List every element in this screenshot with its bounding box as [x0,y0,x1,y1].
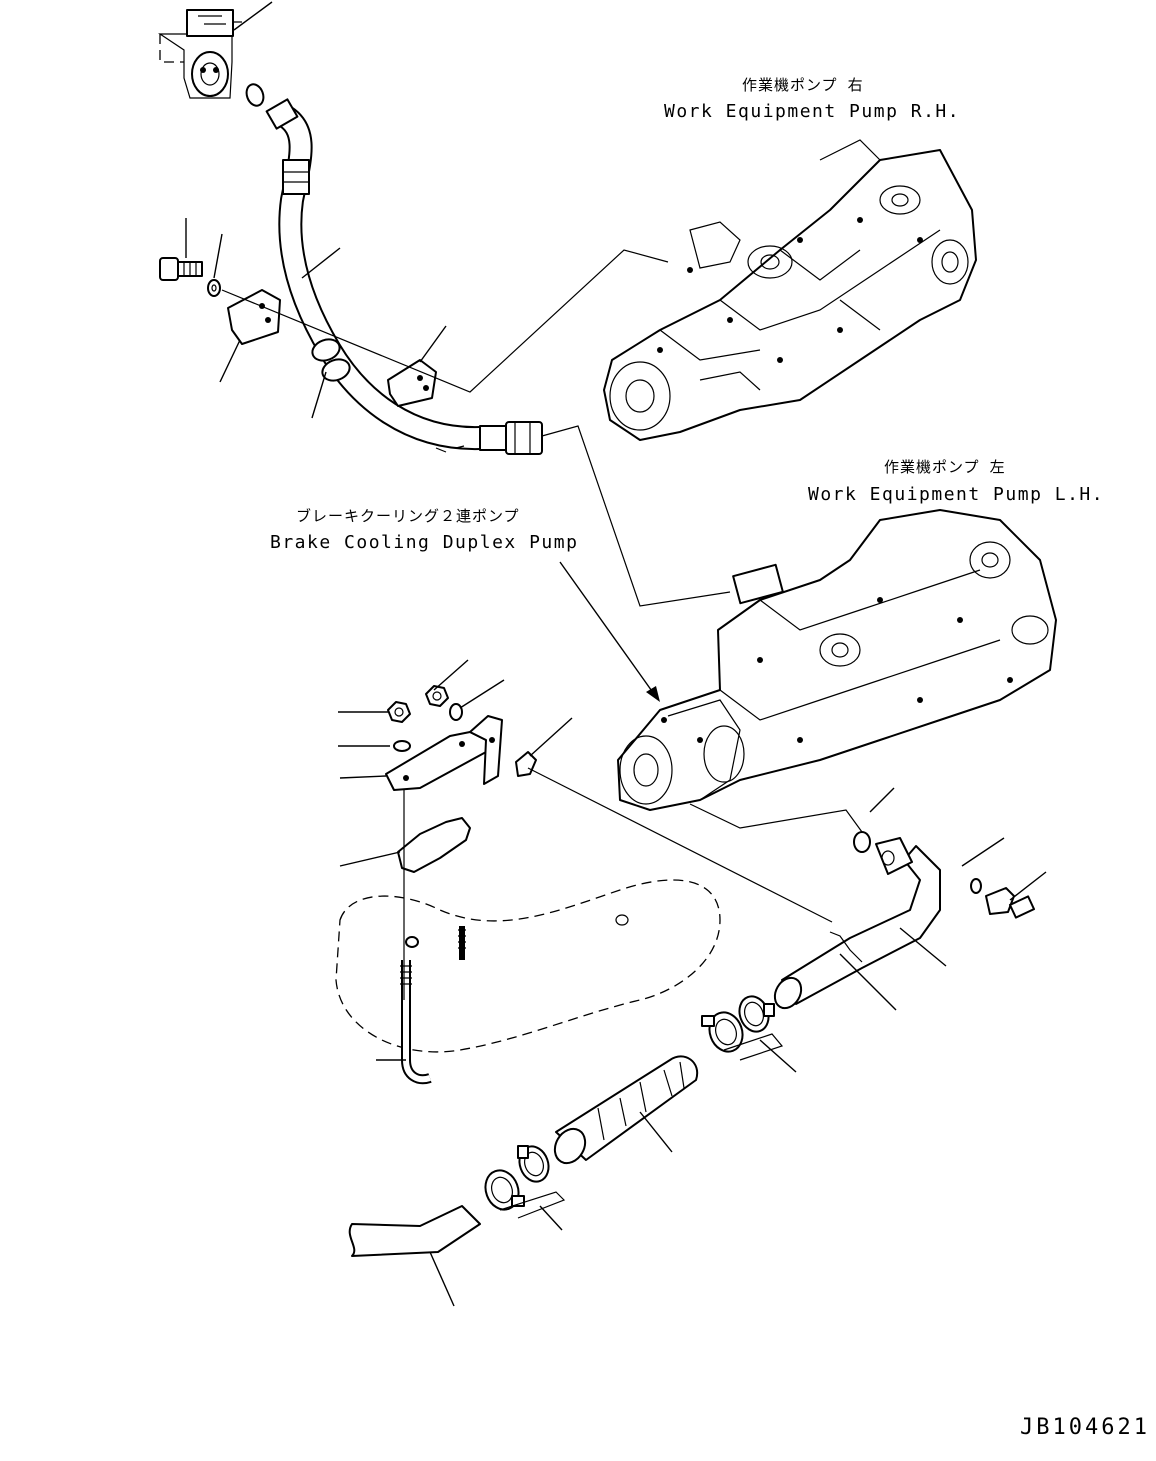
hose-middle [553,1055,699,1165]
hose-clamps-lower [484,1145,550,1211]
tank-outline-phantom [335,879,721,1053]
o-ring-elbow [853,831,871,853]
pump-rh-label-en: Work Equipment Pump R.H. [664,101,960,122]
nuts-and-washers [387,685,463,752]
clamp-half-right [387,359,437,407]
hose-upper [265,98,543,455]
o-ring-top [245,83,265,107]
work-equipment-pump-rh [603,139,977,441]
bolt-upper-left [159,257,221,297]
brake-pump-pointer [559,561,655,695]
clamp-half-left [227,289,281,345]
mounting-bracket [385,715,503,791]
bolt-elbow [985,887,1036,919]
pump-to-elbow-link [689,803,863,833]
pump-rh-label-jp: 作業機ポンプ 右 [742,76,864,94]
hose-clamps-mid [701,995,775,1053]
heat-shield-plate [397,817,471,873]
pump-lh-label-jp: 作業機ポンプ 左 [884,458,1006,476]
brake-pump-label-jp: ブレーキクーリング２連ポンプ [296,507,520,525]
elbow-pipe [773,837,941,1010]
work-equipment-pump-lh [617,509,1057,811]
brake-pump-label-en: Brake Cooling Duplex Pump [270,532,578,553]
drawing-code: JB104621 [1020,1415,1150,1440]
clip [515,751,537,777]
washer-elbow [970,878,982,894]
u-bolt [400,926,466,1085]
hose-clamp-upper [311,338,351,382]
pump-lh-label-en: Work Equipment Pump L.H. [808,484,1104,505]
hose-lower [348,1205,481,1257]
port-fitting-detail [158,1,273,99]
